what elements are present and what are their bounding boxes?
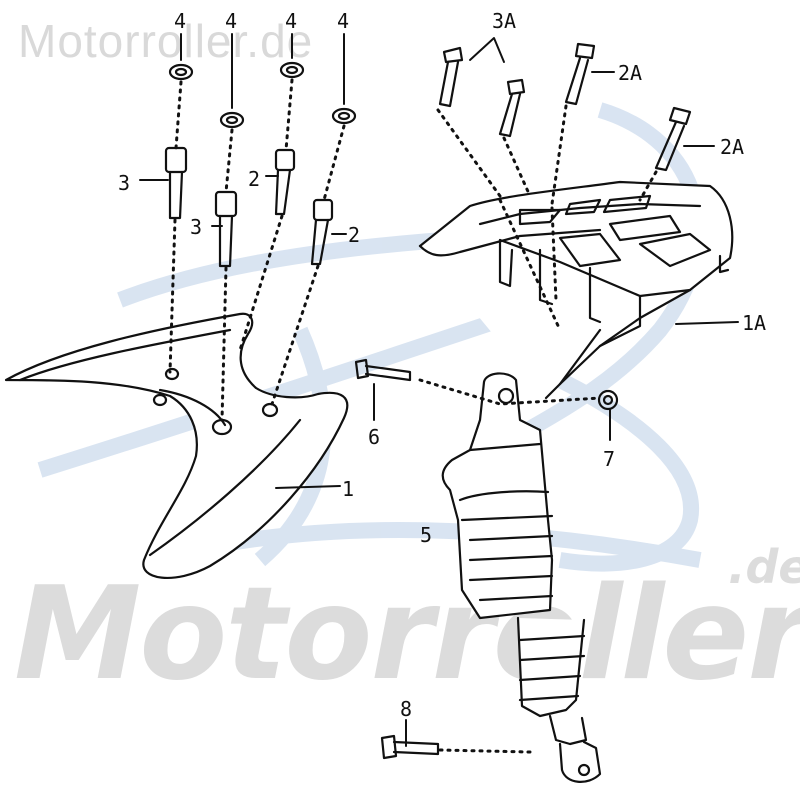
washer-4d [331, 107, 357, 125]
luggage-rack-part-1a [418, 180, 734, 400]
bolt-3a-right [498, 78, 526, 138]
washer-4b [219, 111, 245, 129]
bolt-3-lower [214, 190, 238, 268]
callout-1A: 1A [742, 311, 766, 335]
bolt-2-lower [310, 198, 334, 266]
bolt-part-8 [380, 734, 440, 760]
callout-2A-upper: 2A [618, 61, 642, 85]
watermark-top-text: Motorroller.de [18, 15, 314, 67]
callout-4b: 4 [225, 9, 237, 33]
bolt-part-6 [354, 358, 412, 382]
callout-2A-lower: 2A [720, 135, 744, 159]
callout-4a: 4 [174, 9, 186, 33]
callout-2b: 2 [348, 223, 360, 247]
watermark-domain-suffix: .de [728, 540, 800, 594]
leader-lines [139, 33, 739, 747]
callout-7: 7 [603, 447, 615, 471]
washer-4a [168, 63, 194, 81]
watermark-large-text: Motorroller [14, 560, 800, 709]
callout-4c: 4 [285, 9, 297, 33]
callout-8: 8 [400, 697, 412, 721]
callout-3A: 3A [492, 9, 516, 33]
shock-absorber-part-5 [441, 372, 602, 783]
callout-4d: 4 [337, 9, 349, 33]
bolt-2a-upper [564, 42, 596, 106]
bolt-2a-lower [654, 106, 692, 172]
rear-fender-part-1 [4, 312, 349, 579]
bolt-3-upper [164, 146, 188, 220]
callout-3b: 3 [190, 215, 202, 239]
nut-part-7 [597, 389, 619, 411]
callout-3a: 3 [118, 171, 130, 195]
callout-1: 1 [342, 477, 354, 501]
callout-2a: 2 [248, 167, 260, 191]
bolt-2-upper [274, 148, 296, 216]
washer-4c [279, 61, 305, 79]
bolt-3a-left [438, 46, 464, 108]
callout-6: 6 [368, 425, 380, 449]
alignment-lines [168, 78, 658, 754]
callout-5: 5 [420, 523, 432, 547]
